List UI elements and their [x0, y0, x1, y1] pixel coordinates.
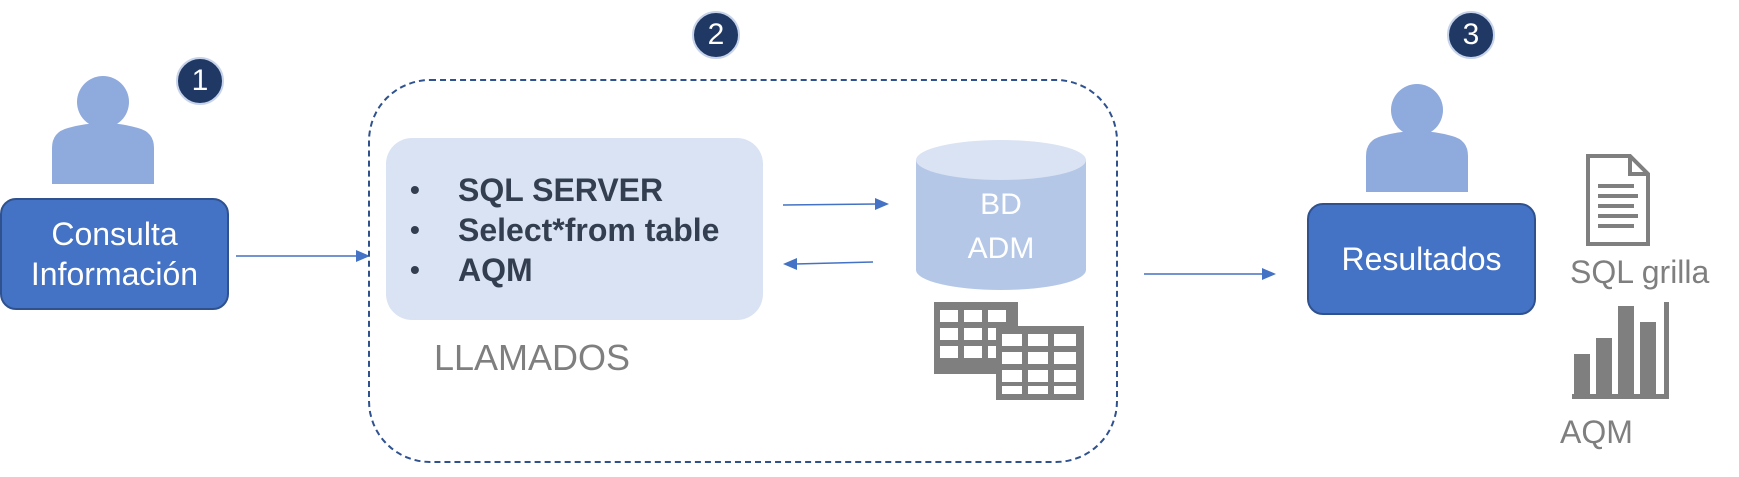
user-icon: [52, 76, 154, 184]
calls-item-text: Select*from table: [458, 212, 720, 248]
consulta-line1: Consulta: [51, 216, 178, 252]
database-line2: ADM: [967, 232, 1035, 265]
document-icon: [1586, 154, 1650, 246]
database-line1: BD: [980, 188, 1022, 221]
bullet: •: [410, 214, 420, 245]
step-badge-2: 2: [692, 11, 740, 59]
database-label: BD ADM: [916, 183, 1086, 271]
table-grid-icon: [934, 302, 1084, 400]
calls-item-text: AQM: [458, 252, 533, 288]
resultados-box[interactable]: Resultados: [1307, 203, 1536, 315]
llamados-label: LLAMADOS: [434, 337, 631, 378]
bar-chart-icon: [1572, 302, 1669, 399]
process-group-boundary: [368, 79, 1118, 463]
aqm-label: AQM: [1560, 414, 1633, 450]
bullet: •: [410, 254, 420, 285]
calls-item-text: SQL SERVER: [458, 172, 664, 208]
sql-grilla-label: SQL grilla: [1570, 254, 1710, 290]
arrow-to-database: [782, 198, 889, 210]
bullet: •: [410, 174, 420, 205]
step-badge-1: 1: [176, 57, 224, 105]
arrow-to-calls: [236, 250, 370, 262]
database-icon: [916, 140, 1086, 290]
calls-box: • SQL SERVER • Select*from table • AQM: [386, 138, 763, 320]
consulta-informacion-box[interactable]: Consulta Información: [0, 198, 229, 310]
resultados-label: Resultados: [1341, 241, 1502, 277]
step-badge-3: 3: [1447, 11, 1495, 59]
user-icon: [1366, 84, 1468, 192]
arrow-from-database: [783, 258, 874, 270]
consulta-line2: Información: [30, 256, 199, 292]
arrow-to-results: [1144, 268, 1276, 280]
